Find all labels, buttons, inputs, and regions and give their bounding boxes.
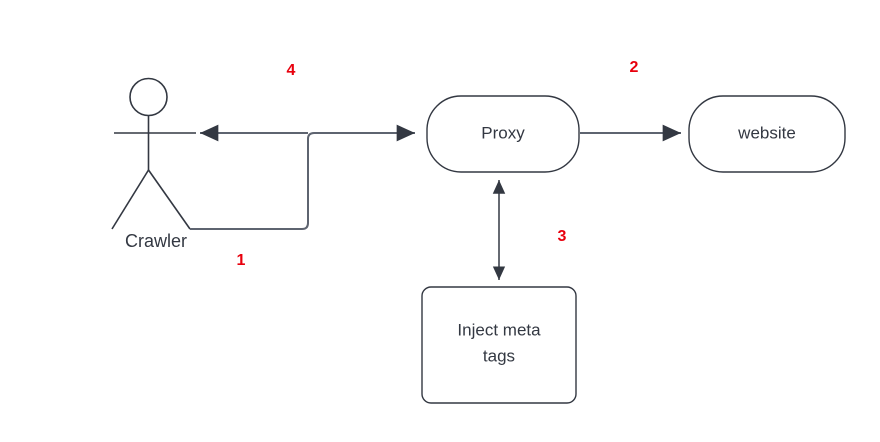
inject-meta-tags-box-shape	[421, 286, 577, 404]
step-number-3: 3	[558, 228, 567, 245]
proxy-label: Proxy	[481, 123, 525, 142]
crawler-right-leg-icon	[147, 169, 191, 230]
proxy-box-shape	[426, 95, 580, 173]
node-website[interactable]: website	[688, 95, 846, 173]
connection-crawler-to-proxy[interactable]	[190, 124, 415, 230]
node-inject-meta-tags[interactable]: Inject meta tags	[421, 286, 577, 404]
website-box-shape	[688, 95, 846, 173]
crawler-left-leg-icon	[111, 169, 150, 230]
crawler-label: Crawler	[125, 231, 187, 251]
inject-meta-tags-label-line-2: tags	[483, 346, 515, 365]
inject-meta-tags-label-line-1: Inject meta	[457, 320, 541, 339]
crawler-head-icon	[129, 77, 168, 117]
website-label: website	[737, 123, 796, 142]
step-number-1: 1	[237, 252, 246, 269]
node-proxy[interactable]: Proxy	[426, 95, 580, 173]
step-number-4: 4	[287, 62, 296, 79]
step-number-2: 2	[630, 59, 639, 76]
crawler-actor[interactable]: Crawler	[111, 77, 196, 252]
